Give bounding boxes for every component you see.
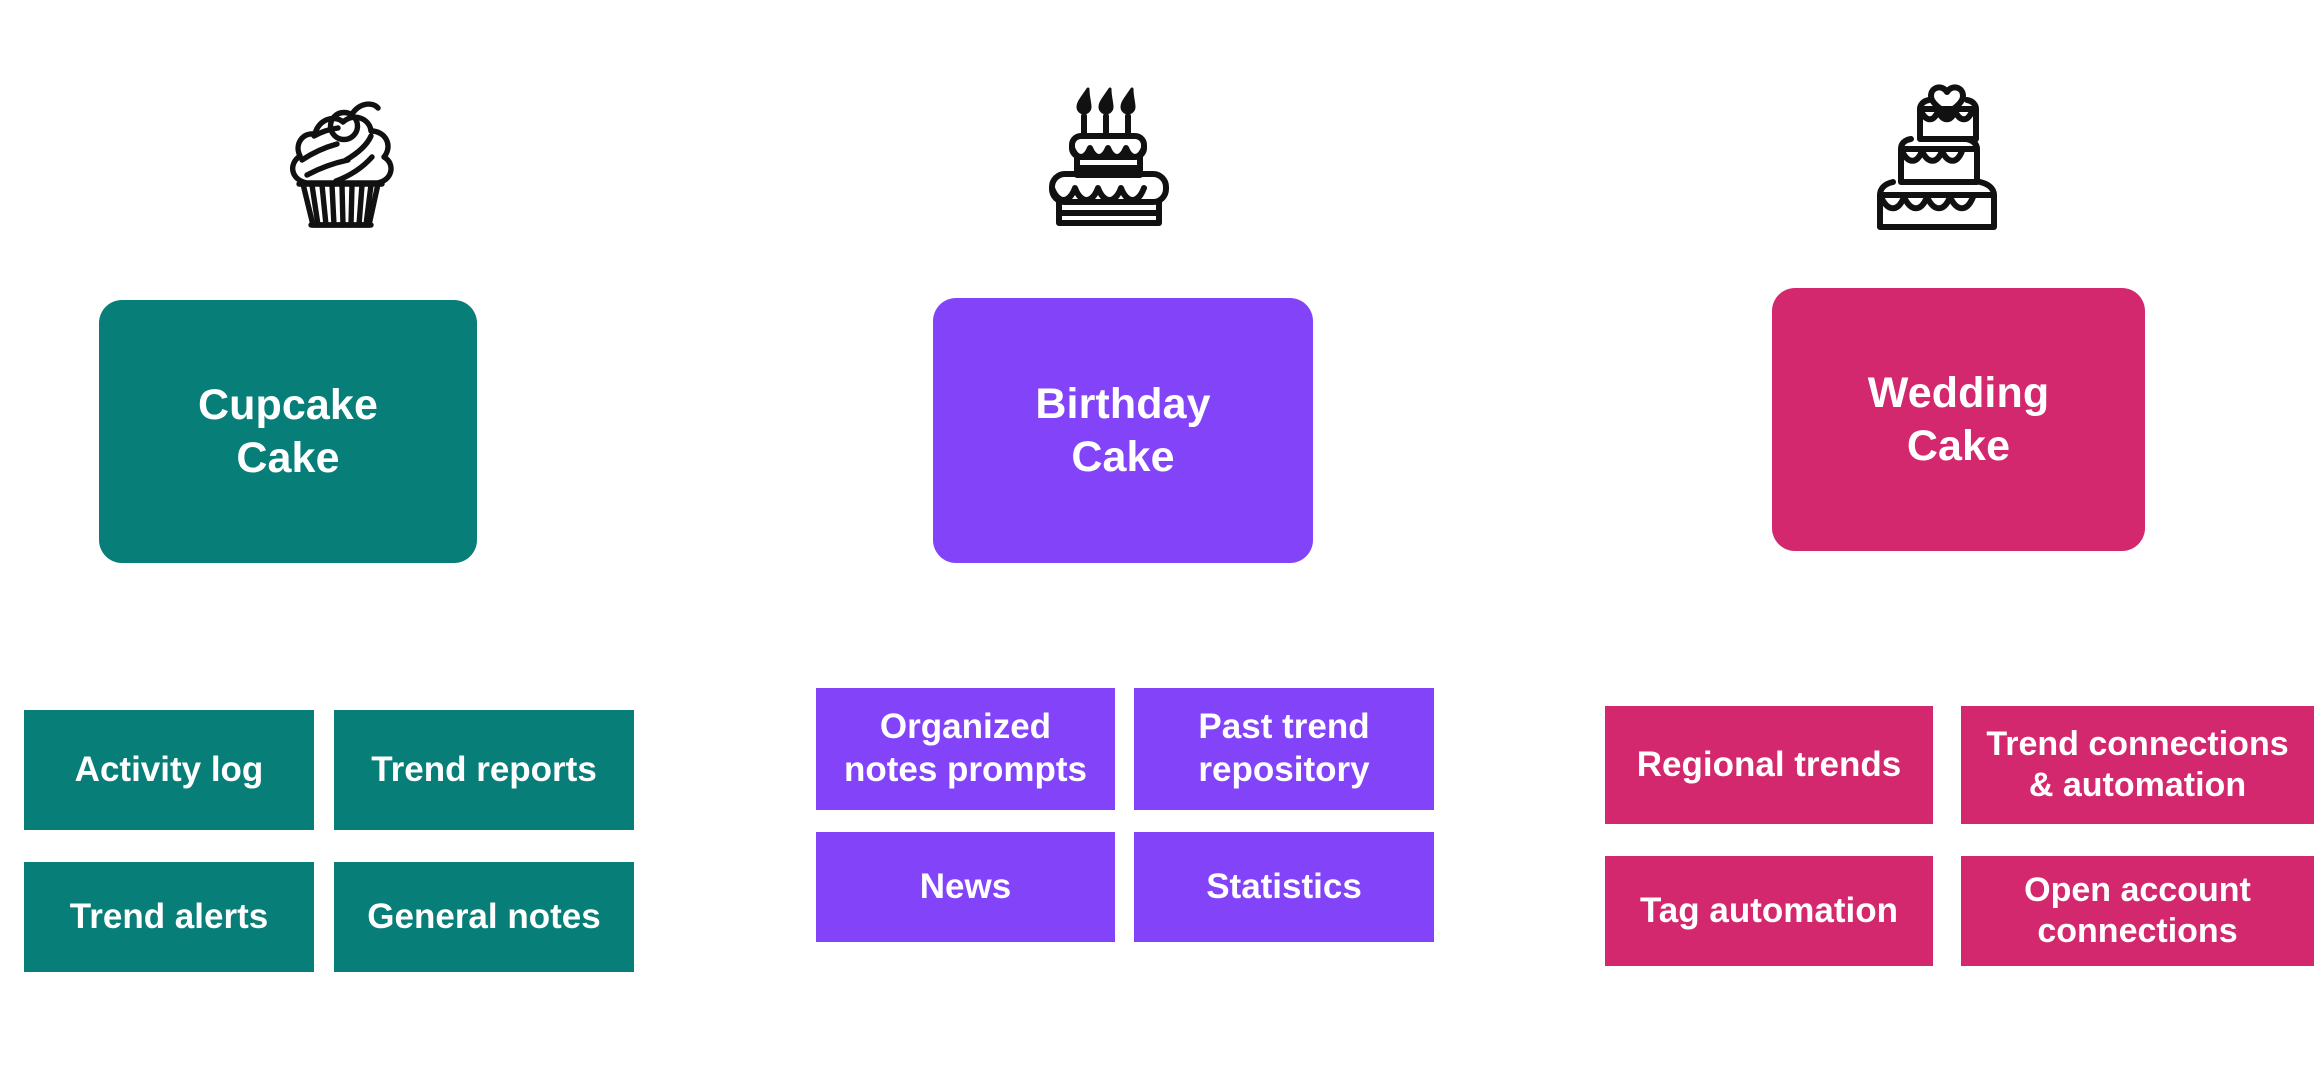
card-birthday[interactable]: Birthday Cake: [933, 298, 1313, 563]
column-wedding: Wedding Cake Regional trends Trend conne…: [1560, 0, 2316, 1066]
tag-general-notes[interactable]: General notes: [334, 862, 634, 972]
column-cupcake: Cupcake Cake Activity log Trend reports …: [0, 0, 680, 1066]
tag-past-trend-repository[interactable]: Past trend repository: [1134, 688, 1434, 810]
tag-news[interactable]: News: [816, 832, 1115, 942]
card-wedding[interactable]: Wedding Cake: [1772, 288, 2145, 551]
birthday-cake-icon: [760, 62, 1460, 247]
card-cupcake[interactable]: Cupcake Cake: [99, 300, 477, 563]
tag-trend-reports[interactable]: Trend reports: [334, 710, 634, 830]
tag-trend-alerts[interactable]: Trend alerts: [24, 862, 314, 972]
tag-tag-automation[interactable]: Tag automation: [1605, 856, 1933, 966]
cupcake-icon: [0, 62, 680, 247]
tag-grid-wedding: Regional trends Trend connections & auto…: [1605, 706, 2314, 966]
wedding-cake-icon: [1560, 46, 2316, 246]
column-birthday: Birthday Cake Organized notes prompts Pa…: [760, 0, 1460, 1066]
tag-grid-birthday: Organized notes prompts Past trend repos…: [816, 688, 1434, 942]
tag-trend-connections-automation[interactable]: Trend connections & automation: [1961, 706, 2314, 824]
card-label: Birthday Cake: [1035, 380, 1211, 481]
card-label: Wedding Cake: [1867, 369, 2050, 470]
tag-open-account-connections[interactable]: Open account connections: [1961, 856, 2314, 966]
card-label: Cupcake Cake: [198, 381, 378, 482]
tag-grid-cupcake: Activity log Trend reports Trend alerts …: [24, 710, 634, 972]
tag-organized-notes-prompts[interactable]: Organized notes prompts: [816, 688, 1115, 810]
tag-statistics[interactable]: Statistics: [1134, 832, 1434, 942]
tag-regional-trends[interactable]: Regional trends: [1605, 706, 1933, 824]
tag-activity-log[interactable]: Activity log: [24, 710, 314, 830]
